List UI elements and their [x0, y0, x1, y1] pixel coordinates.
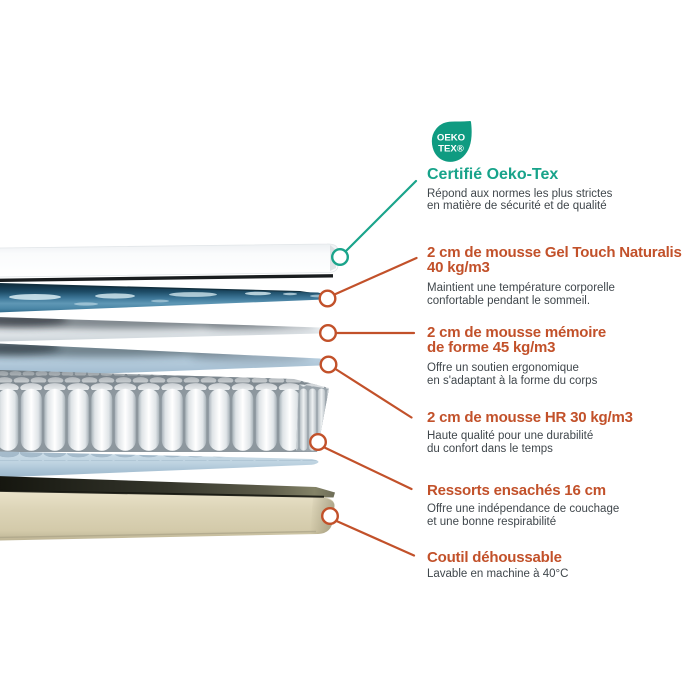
logo-drop-shape [431, 121, 472, 162]
annotation-oeko-tex: Certifié Oeko-Tex Répond aux normes les … [427, 166, 699, 213]
connector-line-ressorts [323, 446, 413, 491]
annotation-title: Certifié Oeko-Tex [427, 166, 559, 183]
annotation-body: Offre un soutien ergonomique en s'adapta… [427, 362, 598, 387]
memory-foam-layer [0, 317, 328, 342]
annotation-title: 2 cm de mousse mémoire de forme 45 kg/m3 [427, 324, 607, 356]
connector-line-oeko [345, 179, 418, 252]
annotation-mousse-hr: 2 cm de mousse HR 30 kg/m3 Haute qualité… [427, 410, 699, 455]
connector-dot-gel [318, 289, 337, 308]
gel-swirls [9, 291, 326, 306]
bottom-foam-pad [0, 451, 319, 478]
logo-text-line1: OEKO [437, 133, 466, 144]
annotation-ressorts: Ressorts ensachés 16 cm Offre une indépe… [427, 483, 699, 528]
connector-line-hr [334, 367, 413, 419]
top-comfort-layer [0, 243, 339, 282]
logo-text-line2: TEX® [438, 144, 464, 155]
annotation-body: Haute qualité pour une durabilité du con… [427, 430, 594, 455]
annotation-coutil: Coutil déhoussable Lavable en machine à … [427, 550, 699, 581]
connector-lines [309, 179, 418, 557]
annotation-title: 2 cm de mousse HR 30 kg/m3 [427, 409, 633, 426]
annotation-gel-touch: 2 cm de mousse Gel Touch Naturalis 40 kg… [427, 245, 699, 307]
annotation-title: Coutil déhoussable [427, 549, 562, 566]
cover-base-layer [0, 476, 335, 541]
connector-line-gel [333, 256, 418, 296]
annotation-body: Lavable en machine à 40°C [427, 568, 569, 580]
annotation-memoire-de-forme: 2 cm de mousse mémoire de forme 45 kg/m3… [427, 325, 699, 387]
connector-line-coutil [335, 519, 416, 557]
oeko-tex-logo: OEKO TEX® [431, 121, 472, 162]
annotation-title: 2 cm de mousse Gel Touch Naturalis 40 kg… [427, 244, 682, 276]
annotation-body: Offre une indépendance de couchage et un… [427, 503, 620, 528]
pocket-springs-layer [0, 370, 329, 452]
gel-layer [0, 283, 333, 313]
connector-dot-memoire [319, 324, 338, 343]
connector-dot-coutil [321, 507, 340, 526]
annotation-title: Ressorts ensachés 16 cm [427, 482, 606, 499]
connector-dot-hr [319, 355, 338, 374]
annotation-body: Maintient une température corporelle con… [427, 282, 615, 307]
connector-dot-oeko [331, 247, 350, 266]
connector-dot-ressorts [309, 433, 328, 452]
annotation-body: Répond aux normes les plus strictes en m… [427, 187, 613, 213]
